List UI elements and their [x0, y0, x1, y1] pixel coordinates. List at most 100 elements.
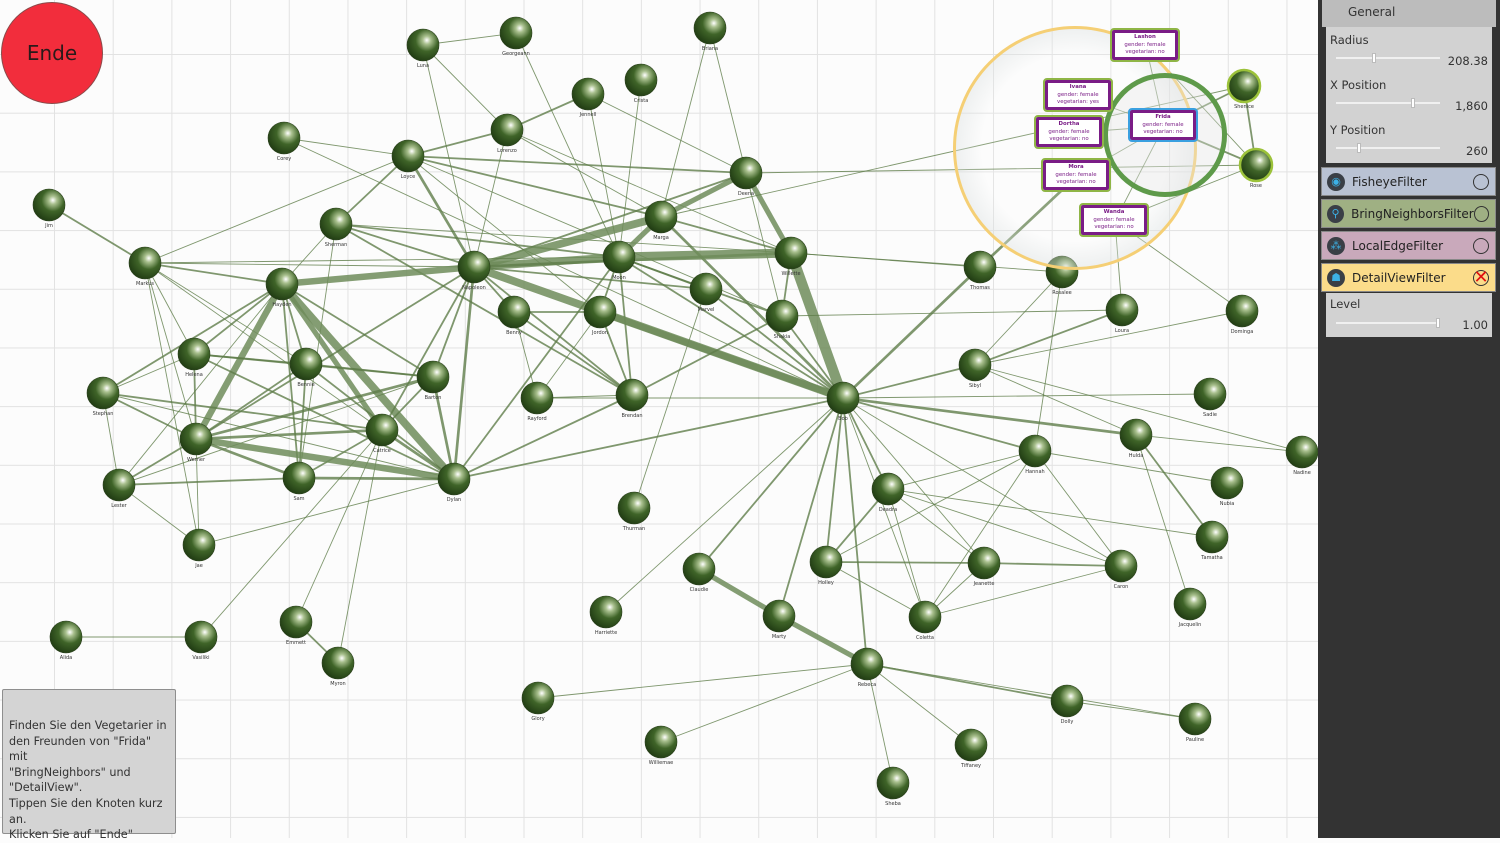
node-ball[interactable]	[49, 620, 83, 654]
detail-card-wanda[interactable]: Wanda gender: female vegetarian: no	[1079, 203, 1149, 237]
node-ball[interactable]	[128, 246, 162, 280]
node-glory[interactable]: Glory	[521, 681, 555, 722]
node-marvel[interactable]: Marvel	[689, 272, 723, 313]
detail-card-dortha[interactable]: Dortha gender: female vegetarian: no	[1034, 115, 1104, 149]
node-ball[interactable]	[416, 360, 450, 394]
node-ball[interactable]	[1210, 466, 1244, 500]
node-coletta[interactable]: Coletta	[908, 600, 942, 641]
node-bob[interactable]: Bob	[826, 381, 860, 422]
node-ball[interactable]	[521, 681, 555, 715]
detail-card-mora[interactable]: Mora gender: female vegetarian: no	[1041, 158, 1111, 192]
filter-row-bringneighborsfilter[interactable]: ⚲ BringNeighborsFilter	[1321, 199, 1496, 228]
node-caron[interactable]: Caron	[1104, 549, 1138, 590]
node-ball[interactable]	[1285, 435, 1318, 469]
general-header[interactable]: General	[1322, 0, 1496, 27]
node-jae[interactable]: Jae	[182, 528, 216, 569]
network-graph[interactable]: LunaGeorgeannBrianaJennellCristaLorenzoC…	[0, 0, 1318, 838]
node-ball[interactable]	[179, 422, 213, 456]
level-slider[interactable]	[1336, 318, 1440, 328]
node-stephan[interactable]: Stephan	[86, 376, 120, 417]
node-ball[interactable]	[583, 295, 617, 329]
node-ball[interactable]	[963, 250, 997, 284]
node-georgeann[interactable]: Georgeann	[499, 16, 533, 57]
detail-card-frida[interactable]: Frida gender: female vegetarian: no	[1128, 108, 1198, 142]
node-lorenzo[interactable]: Lorenzo	[490, 113, 524, 154]
node-shenice[interactable]: Shenice	[1226, 68, 1262, 110]
node-sibyl[interactable]: Sibyl	[958, 348, 992, 389]
node-ball[interactable]	[765, 299, 799, 333]
node-ball[interactable]	[850, 647, 884, 681]
node-shakia[interactable]: Shakia	[765, 299, 799, 340]
node-ball[interactable]	[1178, 702, 1212, 736]
node-ball[interactable]	[520, 381, 554, 415]
node-ball[interactable]	[437, 462, 471, 496]
node-ball[interactable]	[289, 347, 323, 381]
node-jordon[interactable]: Jordon	[583, 295, 617, 336]
node-ball[interactable]	[682, 552, 716, 586]
node-ball[interactable]	[1195, 520, 1229, 554]
node-ball[interactable]	[644, 725, 678, 759]
filter-toggle[interactable]	[1473, 173, 1489, 190]
node-ball[interactable]	[826, 381, 860, 415]
radius-slider-thumb[interactable]	[1372, 53, 1376, 63]
node-ball[interactable]	[871, 472, 905, 506]
node-jennell[interactable]: Jennell	[571, 77, 605, 118]
node-ball[interactable]	[809, 545, 843, 579]
filter-toggle[interactable]: ✕	[1473, 266, 1489, 288]
node-jeanette[interactable]: Jeanette	[967, 546, 1001, 587]
node-sheba[interactable]: Sheba	[876, 766, 910, 807]
node-napoleon[interactable]: Napoleon	[457, 250, 491, 291]
filter-toggle[interactable]	[1473, 237, 1489, 254]
node-ball[interactable]	[1018, 434, 1052, 468]
node-ball[interactable]	[32, 188, 66, 222]
node-brendan[interactable]: Brendan	[615, 378, 649, 419]
node-ball[interactable]	[102, 468, 136, 502]
node-ball[interactable]	[457, 250, 491, 284]
node-ball[interactable]	[689, 272, 723, 306]
node-ball[interactable]	[624, 63, 658, 97]
x-position-slider[interactable]	[1336, 98, 1440, 108]
level-slider-thumb[interactable]	[1436, 318, 1440, 328]
node-holley[interactable]: Holley	[809, 545, 843, 586]
node-ball[interactable]	[1226, 68, 1262, 104]
node-ball[interactable]	[774, 236, 808, 270]
node-ball[interactable]	[615, 378, 649, 412]
node-thurman[interactable]: Thurman	[617, 491, 651, 532]
node-ball[interactable]	[1238, 147, 1274, 183]
filter-row-localedgefilter[interactable]: ⁂ LocalEdgeFilter	[1321, 231, 1496, 260]
node-ball[interactable]	[321, 646, 355, 680]
node-ball[interactable]	[365, 413, 399, 447]
node-ball[interactable]	[589, 595, 623, 629]
node-deena[interactable]: Deena	[729, 156, 763, 197]
node-emmett[interactable]: Emmett	[279, 605, 313, 646]
node-dominga[interactable]: Dominga	[1225, 294, 1259, 335]
node-ball[interactable]	[1105, 293, 1139, 327]
node-ball[interactable]	[1050, 684, 1084, 718]
node-hayden[interactable]: Hayden	[265, 267, 299, 308]
node-benny[interactable]: Benny	[497, 295, 531, 336]
node-nadine[interactable]: Nadine	[1285, 435, 1318, 476]
node-catrice[interactable]: Catrice	[365, 413, 399, 454]
node-briana[interactable]: Briana	[693, 11, 727, 52]
node-rose[interactable]: Rose	[1238, 147, 1274, 189]
node-ball[interactable]	[1193, 377, 1227, 411]
y-position-slider-thumb[interactable]	[1357, 143, 1361, 153]
node-hannah[interactable]: Hannah	[1018, 434, 1052, 475]
node-luna[interactable]: Luna	[406, 28, 440, 69]
node-ball[interactable]	[86, 376, 120, 410]
node-helena[interactable]: Helena	[177, 337, 211, 378]
node-claudie[interactable]: Claudie	[682, 552, 716, 593]
node-deadra[interactable]: Deadra	[871, 472, 905, 513]
node-barton[interactable]: Barton	[416, 360, 450, 401]
x-position-slider-thumb[interactable]	[1411, 98, 1415, 108]
node-ball[interactable]	[282, 461, 316, 495]
radius-slider[interactable]	[1336, 53, 1440, 63]
node-ball[interactable]	[279, 605, 313, 639]
node-ball[interactable]	[490, 113, 524, 147]
node-ball[interactable]	[267, 121, 301, 155]
node-ball[interactable]	[762, 599, 796, 633]
filter-toggle[interactable]	[1473, 205, 1489, 222]
node-bennie[interactable]: Bennie	[289, 347, 323, 388]
node-willette[interactable]: Willette	[774, 236, 808, 277]
node-ball[interactable]	[1119, 418, 1153, 452]
